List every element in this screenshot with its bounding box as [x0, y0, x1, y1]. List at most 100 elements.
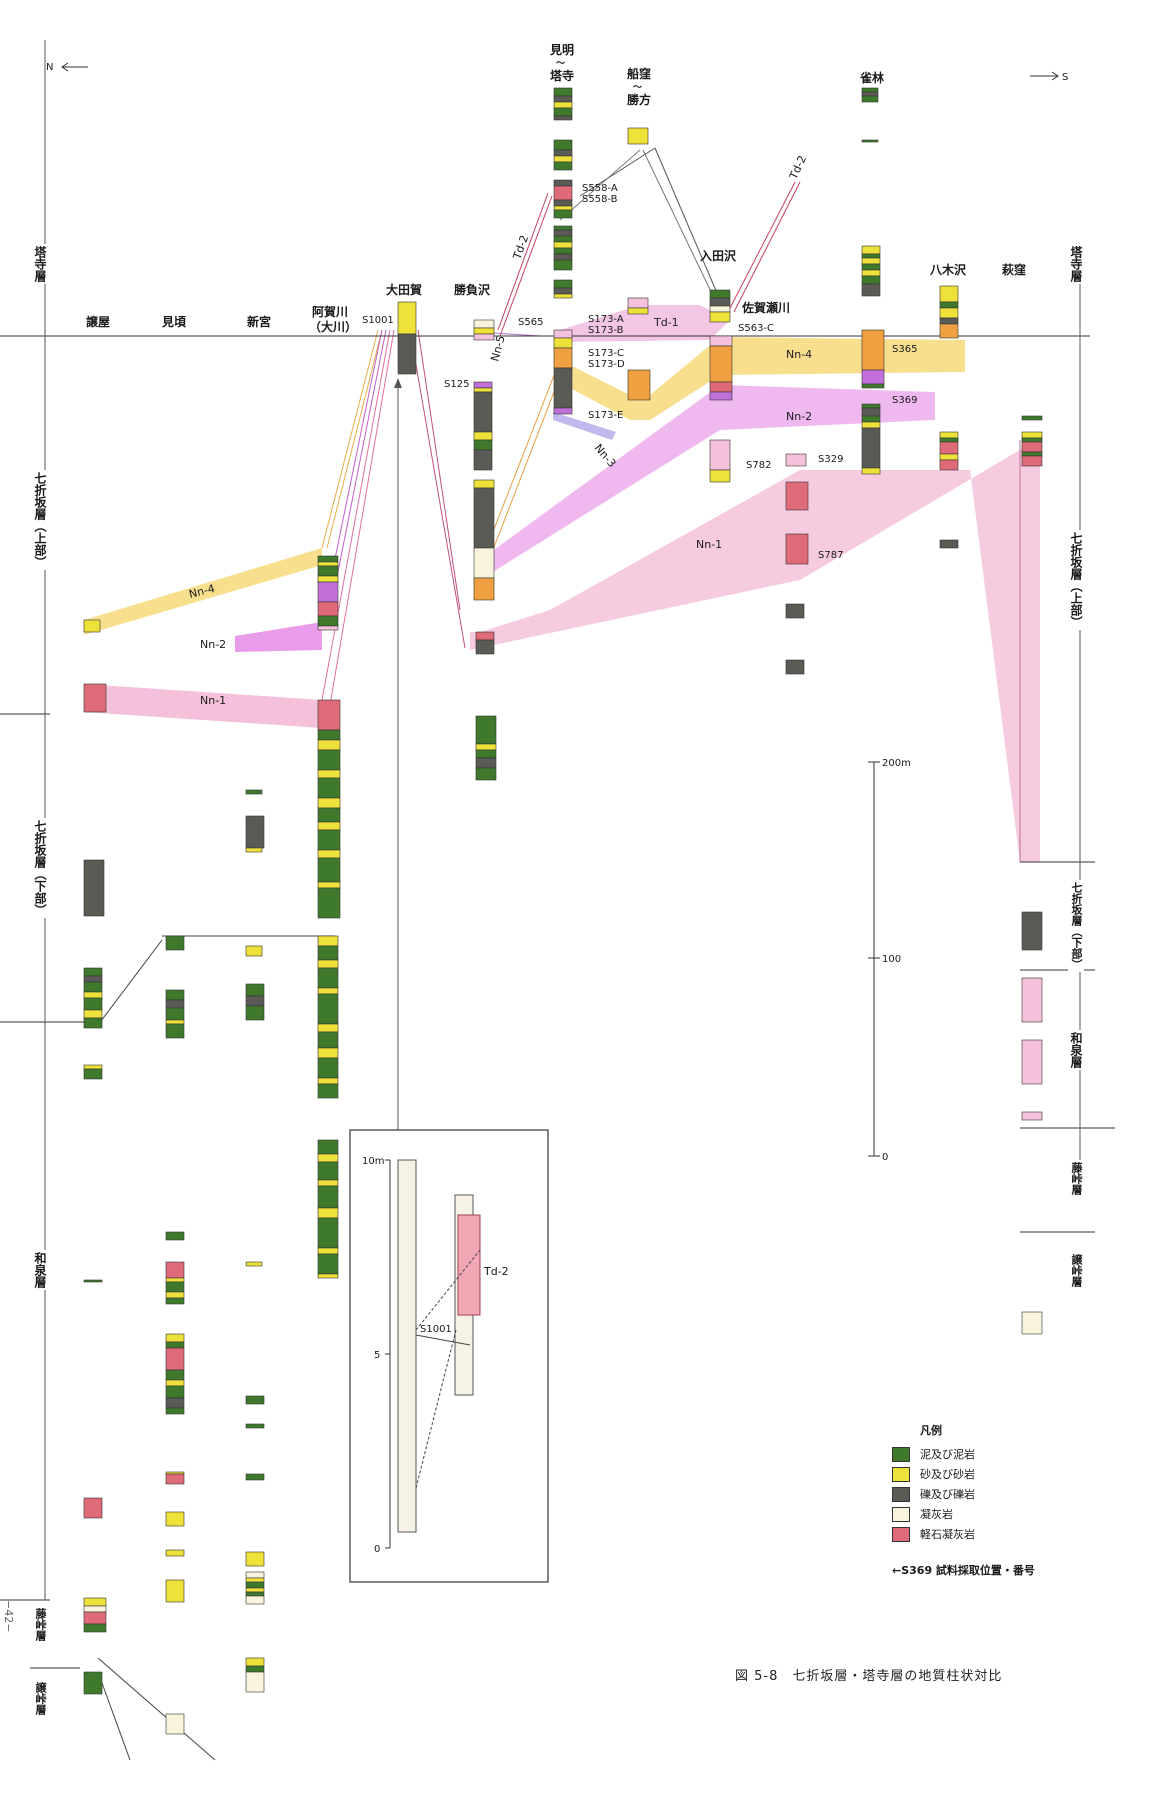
legend-swatch-pumice	[892, 1526, 910, 1542]
lithology-block	[317, 615, 339, 627]
lithology-block	[317, 881, 341, 889]
lithology-block	[83, 683, 107, 713]
lithology-block	[553, 149, 573, 157]
lithology-block	[317, 739, 341, 751]
left-izumi: 和泉層	[32, 1250, 49, 1290]
lithology-block	[553, 115, 573, 121]
lithology-block	[165, 1297, 185, 1305]
legend-swatch-sand	[892, 1466, 910, 1482]
lithology-block	[553, 139, 573, 151]
lithology-block	[939, 453, 959, 461]
lithology-block	[709, 345, 733, 383]
lithology-block	[473, 439, 493, 451]
lithology-block	[475, 749, 497, 759]
page-number: −42−	[2, 1600, 15, 1633]
lithology-block	[317, 1247, 339, 1255]
legend: 凡例 泥及び泥岩 砂及び砂岩 礫及び礫岩 凝灰岩 軽石凝灰岩 ←S369 試料採…	[892, 1422, 1072, 1578]
sample-s173c: S173-C	[588, 348, 624, 359]
sample-s1001: S1001	[362, 315, 394, 326]
lithology-block	[939, 459, 959, 471]
legend-swatch-mud	[892, 1446, 910, 1462]
lithology-block	[83, 975, 103, 983]
lithology-block	[861, 87, 879, 93]
sample-s173b: S173-B	[588, 325, 624, 336]
lithology-block	[785, 481, 809, 511]
lithology-block	[861, 257, 881, 265]
lithology-block	[861, 95, 879, 103]
lithology-block	[83, 1611, 107, 1625]
locality-funakubo-tilde: 〜	[633, 83, 642, 93]
lithology-block	[553, 87, 573, 97]
lithology-block	[473, 327, 495, 335]
band-nn3	[553, 412, 616, 440]
lithology-block	[83, 997, 103, 1011]
lithology-block	[553, 253, 573, 261]
lithology-block	[245, 1423, 265, 1429]
lithology-block	[165, 1369, 185, 1381]
legend-swatch-tuff	[892, 1506, 910, 1522]
sample-s329: S329	[818, 454, 843, 465]
lithology-block	[475, 767, 497, 781]
lithology-block	[317, 1023, 339, 1033]
lithology-block	[165, 1397, 185, 1409]
scale-top-label: 200m	[882, 758, 911, 769]
sample-s558b: S558-B	[582, 194, 618, 205]
lithology-block	[553, 329, 573, 339]
lithology-block	[709, 391, 733, 401]
lithology-block	[317, 967, 339, 989]
lithology-block	[475, 631, 495, 641]
lithology-block	[165, 1579, 185, 1603]
lithology-block	[317, 565, 339, 577]
sample-s787: S787	[818, 550, 843, 561]
lithology-block	[245, 1577, 265, 1583]
legend-swatch-gravel	[892, 1486, 910, 1502]
lithology-block	[317, 829, 341, 851]
scale-bar: 200m 100 0	[868, 758, 911, 1163]
lithology-block	[317, 699, 341, 731]
lithology-block	[245, 1595, 265, 1605]
band-nn2-north	[235, 622, 322, 652]
marker-nn1-south: Nn-1	[696, 538, 722, 551]
lithology-block	[245, 945, 263, 957]
lithology-block	[317, 993, 339, 1025]
legend-label-sand: 砂及び砂岩	[920, 1468, 975, 1481]
lithology-block	[861, 427, 881, 469]
right-nanaori-lower: 七折坂層（下部）	[1068, 880, 1084, 972]
lithology-block	[861, 245, 881, 255]
lithology-block	[553, 287, 573, 295]
lithology-block	[861, 91, 879, 97]
lithology-block	[317, 1217, 339, 1249]
lithology-block	[317, 797, 341, 809]
lithology-block	[165, 1019, 185, 1025]
left-yuzuritoge: 譲峠層	[32, 1680, 48, 1717]
lithology-block	[1021, 451, 1043, 457]
lithology-block	[317, 1057, 339, 1079]
lithology-block	[473, 577, 495, 601]
inset-td2-label: Td-2	[483, 1265, 509, 1278]
lithology-block	[861, 269, 881, 277]
stratigraphic-columns	[83, 87, 1043, 1735]
lithology-block	[245, 1587, 265, 1593]
legend-sample-note: ←S369 試料採取位置・番号	[892, 1564, 1035, 1577]
legend-label-mud: 泥及び泥岩	[920, 1448, 975, 1461]
lithology-block	[473, 387, 493, 393]
lithology-block	[709, 381, 733, 393]
direction-indicators: N S	[46, 62, 1068, 83]
lithology-block	[475, 743, 497, 751]
sample-s558a: S558-A	[582, 183, 618, 194]
lithology-block	[165, 1333, 185, 1343]
correlation-bands	[84, 305, 1040, 862]
lithology-block	[245, 1657, 265, 1667]
lithology-block	[627, 297, 649, 309]
lithology-block	[709, 297, 731, 307]
lithology-block	[317, 575, 339, 583]
lithology-block	[939, 307, 959, 319]
lithology-block	[473, 431, 493, 441]
scale-mid-label: 100	[882, 954, 901, 965]
left-nanaori-upper: 七折坂層（上部）	[32, 470, 49, 570]
lithology-block	[861, 421, 881, 429]
lithology-block	[83, 991, 103, 999]
band-td1	[555, 305, 730, 342]
lithology-block	[317, 857, 341, 883]
